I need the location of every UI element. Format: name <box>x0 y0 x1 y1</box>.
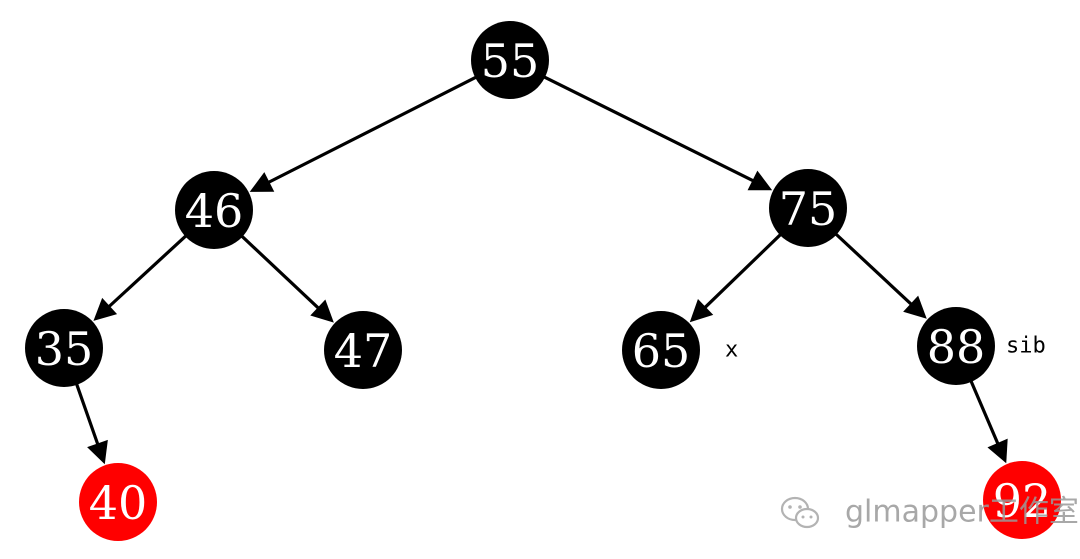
node-circle-red <box>983 461 1061 539</box>
node-label: 47 <box>334 324 393 378</box>
tree-node-55: 55 <box>471 21 549 99</box>
node-label: 46 <box>185 184 244 238</box>
node-label: 75 <box>779 182 838 236</box>
wechat-icon <box>780 496 820 529</box>
node-circle-black <box>622 311 700 389</box>
edge-88-92 <box>969 379 1000 446</box>
node-label: 35 <box>35 322 94 376</box>
arrowhead-46-47 <box>310 299 334 323</box>
node-circle-black <box>769 169 847 247</box>
node-label: 88 <box>927 320 986 374</box>
node-tag-sib: sib <box>1006 334 1046 359</box>
node-circle-black <box>917 307 995 385</box>
tree-node-65: 65 <box>622 311 700 389</box>
node-tag-x: x <box>725 338 738 363</box>
watermark-text: glmapper工作室 <box>845 495 1079 530</box>
edge-75-88 <box>833 232 914 307</box>
edge-55-75 <box>542 75 755 183</box>
node-circle-black <box>324 311 402 389</box>
node-circle-black <box>175 171 253 249</box>
tree-node-40: 40 <box>79 463 157 541</box>
node-circle-black <box>25 309 103 387</box>
tree-node-35: 35 <box>25 309 103 387</box>
node-label: 40 <box>89 476 148 530</box>
nodes-layer: 55 46 75 35 47 65 88 40 92 <box>25 21 1061 541</box>
node-label: 65 <box>632 324 691 378</box>
node-label: 55 <box>481 34 540 88</box>
edge-55-46 <box>266 75 478 185</box>
tree-node-88: 88 <box>917 307 995 385</box>
arrowhead-75-65 <box>689 299 714 323</box>
edges-layer <box>74 75 1008 465</box>
tags-layer: x sib <box>725 334 1046 363</box>
tree-node-92: 92 <box>983 461 1061 539</box>
edge-35-40 <box>74 382 100 446</box>
arrowhead-55-46 <box>249 172 275 192</box>
edge-75-65 <box>703 232 783 310</box>
arrowhead-35-40 <box>87 439 108 465</box>
tree-node-75: 75 <box>769 169 847 247</box>
arrowhead-88-92 <box>987 438 1008 464</box>
node-circle-red <box>79 463 157 541</box>
watermark: glmapper工作室 <box>780 495 1079 530</box>
node-label: 92 <box>993 474 1052 528</box>
arrowhead-55-75 <box>747 170 773 191</box>
tree-node-46: 46 <box>175 171 253 249</box>
arrowhead-75-88 <box>903 295 927 319</box>
arrowhead-46-35 <box>93 297 118 321</box>
node-circle-black <box>471 21 549 99</box>
tree-node-47: 47 <box>324 311 402 389</box>
edge-46-47 <box>239 234 321 311</box>
edge-46-35 <box>107 233 188 309</box>
